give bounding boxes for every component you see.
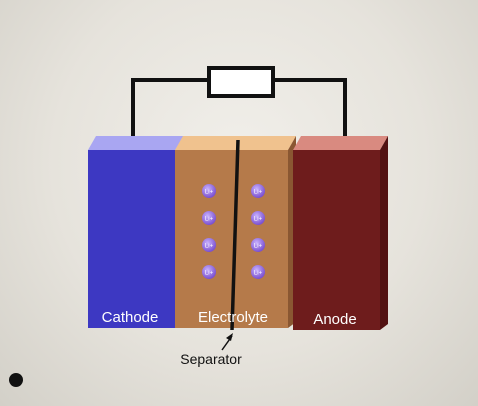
lithium-ion xyxy=(251,265,265,279)
lithium-ion xyxy=(251,211,265,225)
electrolyte-block xyxy=(175,136,296,328)
electrolyte-label: Electrolyte xyxy=(198,309,268,326)
ion-label: Li+ xyxy=(254,271,263,277)
lithium-ion xyxy=(251,238,265,252)
lithium-ion xyxy=(251,184,265,198)
anode-label: Anode xyxy=(313,311,356,328)
cathode-label: Cathode xyxy=(102,309,159,326)
separator-line xyxy=(230,139,240,331)
cathode-block xyxy=(88,136,189,328)
ion-label: Li+ xyxy=(205,244,214,250)
separator-arrow xyxy=(221,333,233,351)
lithium-ion xyxy=(202,238,216,252)
ion-label: Li+ xyxy=(205,217,214,223)
ion-column-right: Li+ Li+ Li+ Li+ xyxy=(251,184,265,279)
bullet-dot xyxy=(9,373,23,387)
circuit-wire xyxy=(131,78,347,142)
ion-label: Li+ xyxy=(205,271,214,277)
resistor-icon xyxy=(207,66,275,98)
ion-label: Li+ xyxy=(254,217,263,223)
ion-column-left: Li+ Li+ Li+ Li+ xyxy=(202,184,216,279)
ion-label: Li+ xyxy=(205,190,214,196)
ion-label: Li+ xyxy=(254,244,263,250)
lithium-ion xyxy=(202,265,216,279)
separator-label: Separator xyxy=(180,351,242,367)
lithium-ion xyxy=(202,184,216,198)
ion-label: Li+ xyxy=(254,190,263,196)
anode-block xyxy=(293,136,388,330)
lithium-ion xyxy=(202,211,216,225)
